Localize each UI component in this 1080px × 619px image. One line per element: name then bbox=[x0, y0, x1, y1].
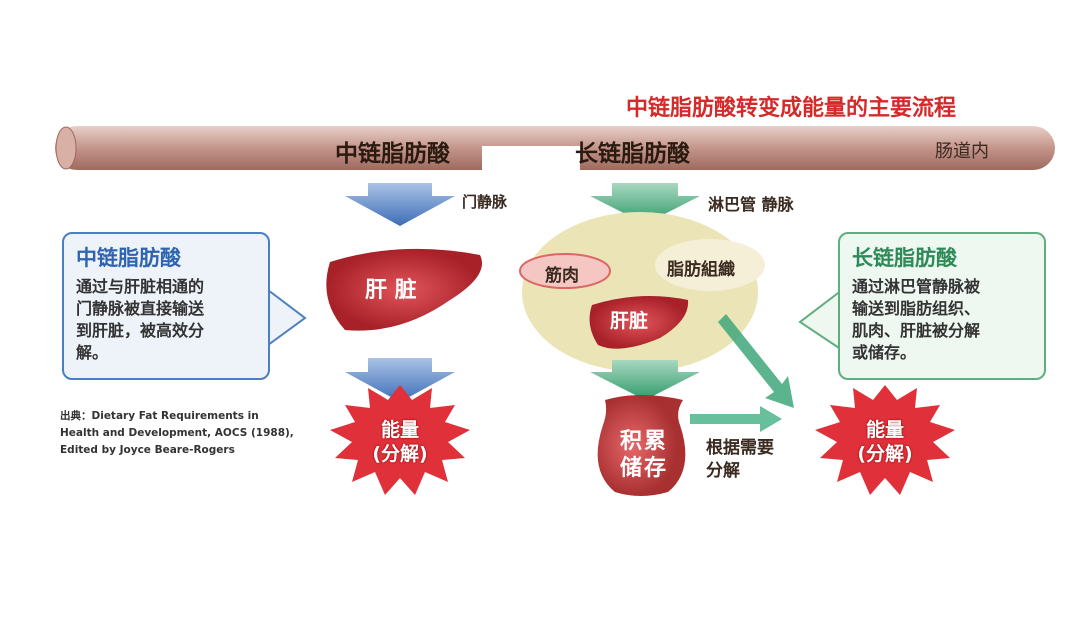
lcfa-box-body: 通过淋巴管静脉被 输送到脂肪组织、 肌肉、肝脏被分解 或储存。 bbox=[852, 277, 981, 362]
source-citation: 出典：Dietary Fat Requirements in Health an… bbox=[60, 410, 294, 456]
muscle bbox=[519, 253, 611, 289]
muscle-label: 筋肉 bbox=[545, 266, 579, 286]
lymph-vein-label: 淋巴管 静脉 bbox=[708, 195, 794, 214]
energy-right-line1: 能量 bbox=[865, 419, 904, 441]
mcfa-info-box: 中链脂肪酸 通过与肝脏相通的 门静脉被直接输送 到肝脏，被高效分 解。 bbox=[62, 232, 270, 380]
liver-right bbox=[589, 296, 689, 349]
energy-right-text: 能量 (分解) bbox=[850, 418, 920, 466]
intestine-pipe-opening bbox=[55, 126, 77, 170]
portal-vein-label: 门静脉 bbox=[462, 193, 508, 211]
energy-burst-left bbox=[330, 385, 470, 495]
energy-left-line2: (分解) bbox=[372, 443, 428, 465]
storage-pot bbox=[597, 395, 686, 496]
right-box-pointer bbox=[798, 287, 843, 352]
blue-arrow-mid bbox=[345, 358, 455, 402]
energy-left-line1: 能量 bbox=[380, 419, 419, 441]
liver-right-label: 肝脏 bbox=[610, 310, 649, 332]
blue-arrow-top bbox=[345, 183, 455, 226]
pipe-label-lcfa: 长链脂肪酸 bbox=[575, 141, 690, 167]
pipe-label-intestine: 肠道内 bbox=[935, 141, 989, 162]
energy-burst-right bbox=[815, 385, 955, 495]
lcfa-box-title: 长链脂肪酸 bbox=[852, 246, 957, 270]
energy-right-line2: (分解) bbox=[857, 443, 913, 465]
as-needed-label: 根据需要 分解 bbox=[706, 438, 774, 481]
green-arrow-mid bbox=[590, 360, 700, 400]
left-box-pointer bbox=[267, 287, 307, 347]
green-arrow-top bbox=[590, 183, 700, 224]
arrow-right bbox=[690, 406, 782, 432]
liver-left-label: 肝 脏 bbox=[365, 278, 417, 303]
diagram-title: 中链脂肪酸转变成能量的主要流程 bbox=[626, 96, 957, 121]
body-tissue-area bbox=[522, 212, 758, 372]
mcfa-box-title: 中链脂肪酸 bbox=[76, 246, 181, 270]
storage-label: 积累 储存 bbox=[619, 429, 668, 481]
liver-left bbox=[326, 248, 482, 331]
mcfa-box-body: 通过与肝脏相通的 门静脉被直接输送 到肝脏，被高效分 解。 bbox=[76, 277, 205, 362]
lcfa-info-box: 长链脂肪酸 通过淋巴管静脉被 输送到脂肪组织、 肌肉、肝脏被分解 或储存。 bbox=[838, 232, 1046, 380]
pipe-gap bbox=[482, 146, 580, 172]
pipe-label-mcfa: 中链脂肪酸 bbox=[335, 141, 450, 167]
arrow-diagonal bbox=[718, 314, 794, 408]
energy-left-text: 能量 (分解) bbox=[365, 418, 435, 466]
fat-tissue bbox=[655, 239, 765, 291]
fat-tissue-label: 脂肪組織 bbox=[667, 260, 735, 280]
